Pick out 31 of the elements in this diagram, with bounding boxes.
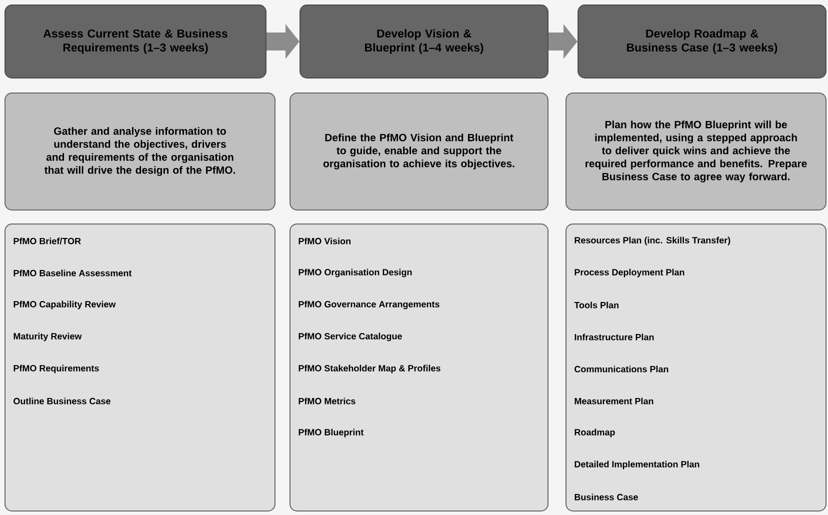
list-item: PfMO Metrics [298, 398, 356, 404]
list-item: Roadmap [574, 428, 615, 438]
list-item: Communications Plan [574, 366, 668, 372]
list-item: Resources Plan (inc. Skills Transfer) [574, 236, 730, 246]
list-item: PfMO Service Catalogue [298, 332, 402, 342]
list-item: Infrastructure Plan [574, 334, 654, 340]
description-box: Define the PfMO Vision and Blueprint to guide, enable and support the organisation to achieve its objectives. [290, 92, 548, 210]
list-item: PfMO Capability Review [14, 300, 116, 310]
list-item: Detailed Implementation Plan [574, 460, 700, 470]
phase-header-box: Develop Vision & Blueprint (1–4 weeks) [300, 4, 548, 78]
list-item: PfMO Governance Arrangements [298, 300, 440, 310]
description-box: Gather and analyse information to understand the objectives, drivers and requirements of the organisation that will drive the design of the PfMO. [4, 92, 276, 210]
list-item: PfMO Baseline Assessment [14, 270, 132, 276]
list-item: Business Case [574, 494, 638, 500]
list-item: Outline Business Case [14, 398, 110, 404]
list-item: PfMO Organisation Design [298, 268, 412, 278]
list-item: PfMO Vision [298, 238, 350, 244]
deliverables-box [4, 224, 276, 512]
deliverables-box [290, 224, 548, 512]
deliverables-box [566, 224, 826, 512]
list-item: PfMO Requirements [14, 364, 99, 374]
phase-header-box: Assess Current State & Business Requirements (1–3 weeks) [4, 4, 266, 78]
description-box: Plan how the PfMO Blueprint will be implemented, using a stepped approach to deliver quick wins and achieve the required performance and benefits. Prepare Business Case to agree way forward. [566, 92, 826, 210]
list-item: PfMO Stakeholder Map & Profiles [298, 364, 440, 374]
list-item: Measurement Plan [574, 398, 654, 404]
list-item: Tools Plan [574, 302, 618, 308]
list-item: PfMO Brief/TOR [14, 238, 81, 244]
list-item: Process Deployment Plan [574, 268, 684, 278]
phase-header-box: Develop Roadmap & Business Case (1–3 weeks) [578, 4, 826, 78]
list-item: PfMO Blueprint [298, 428, 364, 438]
list-item: Maturity Review [14, 332, 82, 342]
